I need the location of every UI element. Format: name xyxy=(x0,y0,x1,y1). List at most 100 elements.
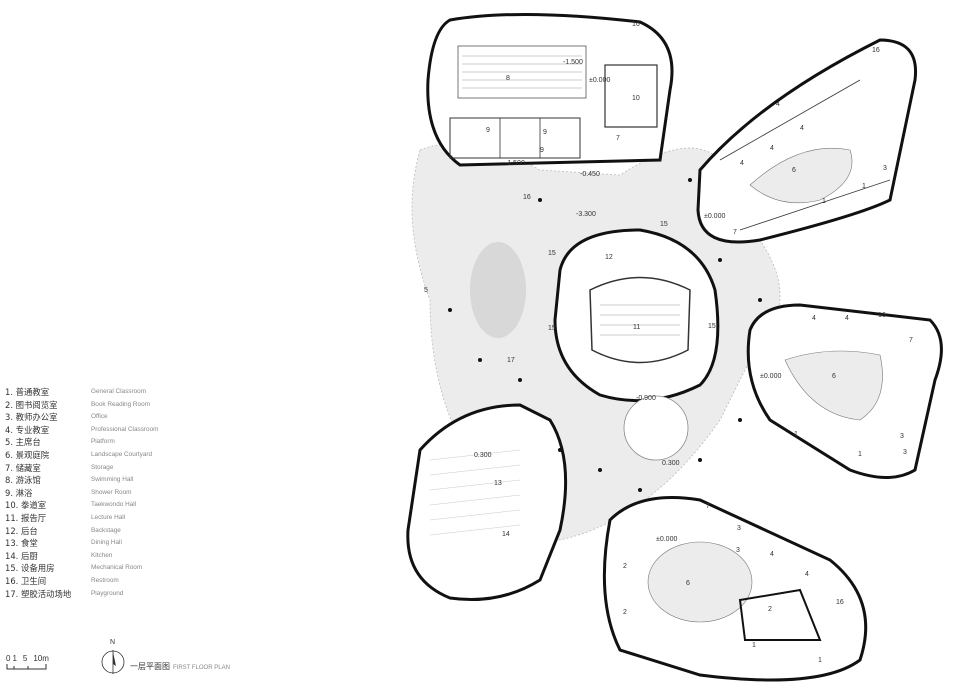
elevation-label: -0.450 xyxy=(580,171,600,178)
platform-lawn xyxy=(470,242,526,338)
scale-label: 1 xyxy=(12,654,17,663)
legend-item-en: Office xyxy=(91,413,108,421)
elevation-label: -1.500 xyxy=(563,59,583,66)
legend-item-zh: 10. 拳道室 xyxy=(5,500,47,511)
room-label: 3 xyxy=(883,165,887,172)
room-label: 6 xyxy=(832,373,836,380)
room-label: 7 xyxy=(909,337,913,344)
legend-item-en: Shower Room xyxy=(91,488,132,496)
room-label: 3 xyxy=(737,525,741,532)
pod-east xyxy=(746,303,943,479)
elevation-label: ±0.000 xyxy=(760,373,781,380)
elevation-label: 0.300 xyxy=(662,460,680,467)
legend-item-zh: 11. 报告厅 xyxy=(5,512,47,523)
pod-southeast xyxy=(602,496,868,682)
legend-item-zh: 8. 游泳馆 xyxy=(5,475,41,486)
legend-item-zh: 9. 淋浴 xyxy=(5,487,33,498)
room-label: 9 xyxy=(543,129,547,136)
elevation-label: -0.900 xyxy=(636,395,656,402)
legend-item: 6. 景观庭院 Landscape Courtyard xyxy=(5,449,158,462)
room-label: 4 xyxy=(770,145,774,152)
room-label: 15 xyxy=(548,250,556,257)
room-label: 7 xyxy=(733,229,737,236)
room-label: 11 xyxy=(633,324,640,331)
legend-item: 3. 教师办公室 Office xyxy=(5,411,158,424)
room-label: 13 xyxy=(494,480,502,487)
legend-item-zh: 3. 教师办公室 xyxy=(5,412,58,423)
room-label: 17 xyxy=(507,357,515,364)
legend-item-en: Mechanical Room xyxy=(91,564,143,572)
column-dots xyxy=(448,178,762,492)
room-label: 16 xyxy=(632,21,640,28)
room-label: 2 xyxy=(768,606,772,613)
elevation-label: ±0.000 xyxy=(589,77,610,84)
room-label: 1 xyxy=(858,451,862,458)
legend-item-en: Taekwondo Hall xyxy=(91,501,137,509)
lecture-hall xyxy=(553,228,720,461)
legend-item-en: Landscape Courtyard xyxy=(91,450,153,458)
legend-item-zh: 7. 储藏室 xyxy=(5,462,41,473)
room-label: 6 xyxy=(792,167,796,174)
room-label: 1 xyxy=(862,183,866,190)
scale-bar-graphic xyxy=(6,664,47,670)
legend-item-en: Backstage xyxy=(91,526,121,534)
room-label: 9 xyxy=(486,127,490,134)
legend-item: 10. 拳道室 Taekwondo Hall xyxy=(5,499,158,512)
room-label: 15 xyxy=(708,323,716,330)
scale-label: 5 xyxy=(22,654,28,663)
room-label: 7 xyxy=(706,503,710,510)
legend-item: 8. 游泳馆 Swimming Hall xyxy=(5,474,158,487)
legend-item-en: Platform xyxy=(91,438,115,446)
room-label: 4 xyxy=(845,315,849,322)
legend-item-en: Lecture Hall xyxy=(91,513,126,521)
room-label: 15 xyxy=(660,221,668,228)
pod-southwest xyxy=(406,403,568,602)
room-label: 5 xyxy=(424,287,428,294)
legend-item: 9. 淋浴 Shower Room xyxy=(5,487,158,500)
elevation-label: -3.300 xyxy=(576,211,596,218)
room-label: 6 xyxy=(686,580,690,587)
room-label: 16 xyxy=(836,599,844,606)
legend-item-en: Dining Hall xyxy=(91,539,122,547)
room-label: 4 xyxy=(770,551,774,558)
legend-item-zh: 4. 专业教室 xyxy=(5,424,50,435)
legend-item-zh: 15. 设备用房 xyxy=(5,563,55,574)
legend-item-en: Book Reading Room xyxy=(91,400,150,408)
room-label: 15 xyxy=(548,325,556,332)
room-label: 16 xyxy=(523,194,531,201)
legend-item-zh: 6. 景观庭院 xyxy=(5,449,50,460)
room-label: 12 xyxy=(605,254,613,261)
elevation-label: ±0.000 xyxy=(656,536,677,543)
elevation-label: 0.300 xyxy=(474,452,492,459)
room-label: 1 xyxy=(794,431,798,438)
north-label: N xyxy=(110,639,115,646)
room-label: 4 xyxy=(812,315,816,322)
legend-item: 12. 后台 Backstage xyxy=(5,525,158,538)
scale-label: 10m xyxy=(33,654,49,663)
elevation-label: -1.500 xyxy=(505,160,525,167)
room-label: 16 xyxy=(872,47,880,54)
room-label: 7 xyxy=(616,135,620,142)
legend-item-zh: 12. 后台 xyxy=(5,525,38,536)
room-label: 9 xyxy=(540,147,544,154)
room-label: 4 xyxy=(776,101,780,108)
legend-item-en: Swimming Hall xyxy=(91,476,134,484)
elevation-label: ±0.000 xyxy=(704,213,725,220)
room-label: 2 xyxy=(623,609,627,616)
room-label: 1 xyxy=(752,642,756,649)
legend-item-en: Playground xyxy=(91,589,124,597)
room-label: 1 xyxy=(822,198,826,205)
pod-north xyxy=(426,12,674,167)
room-label: 10 xyxy=(632,95,640,102)
